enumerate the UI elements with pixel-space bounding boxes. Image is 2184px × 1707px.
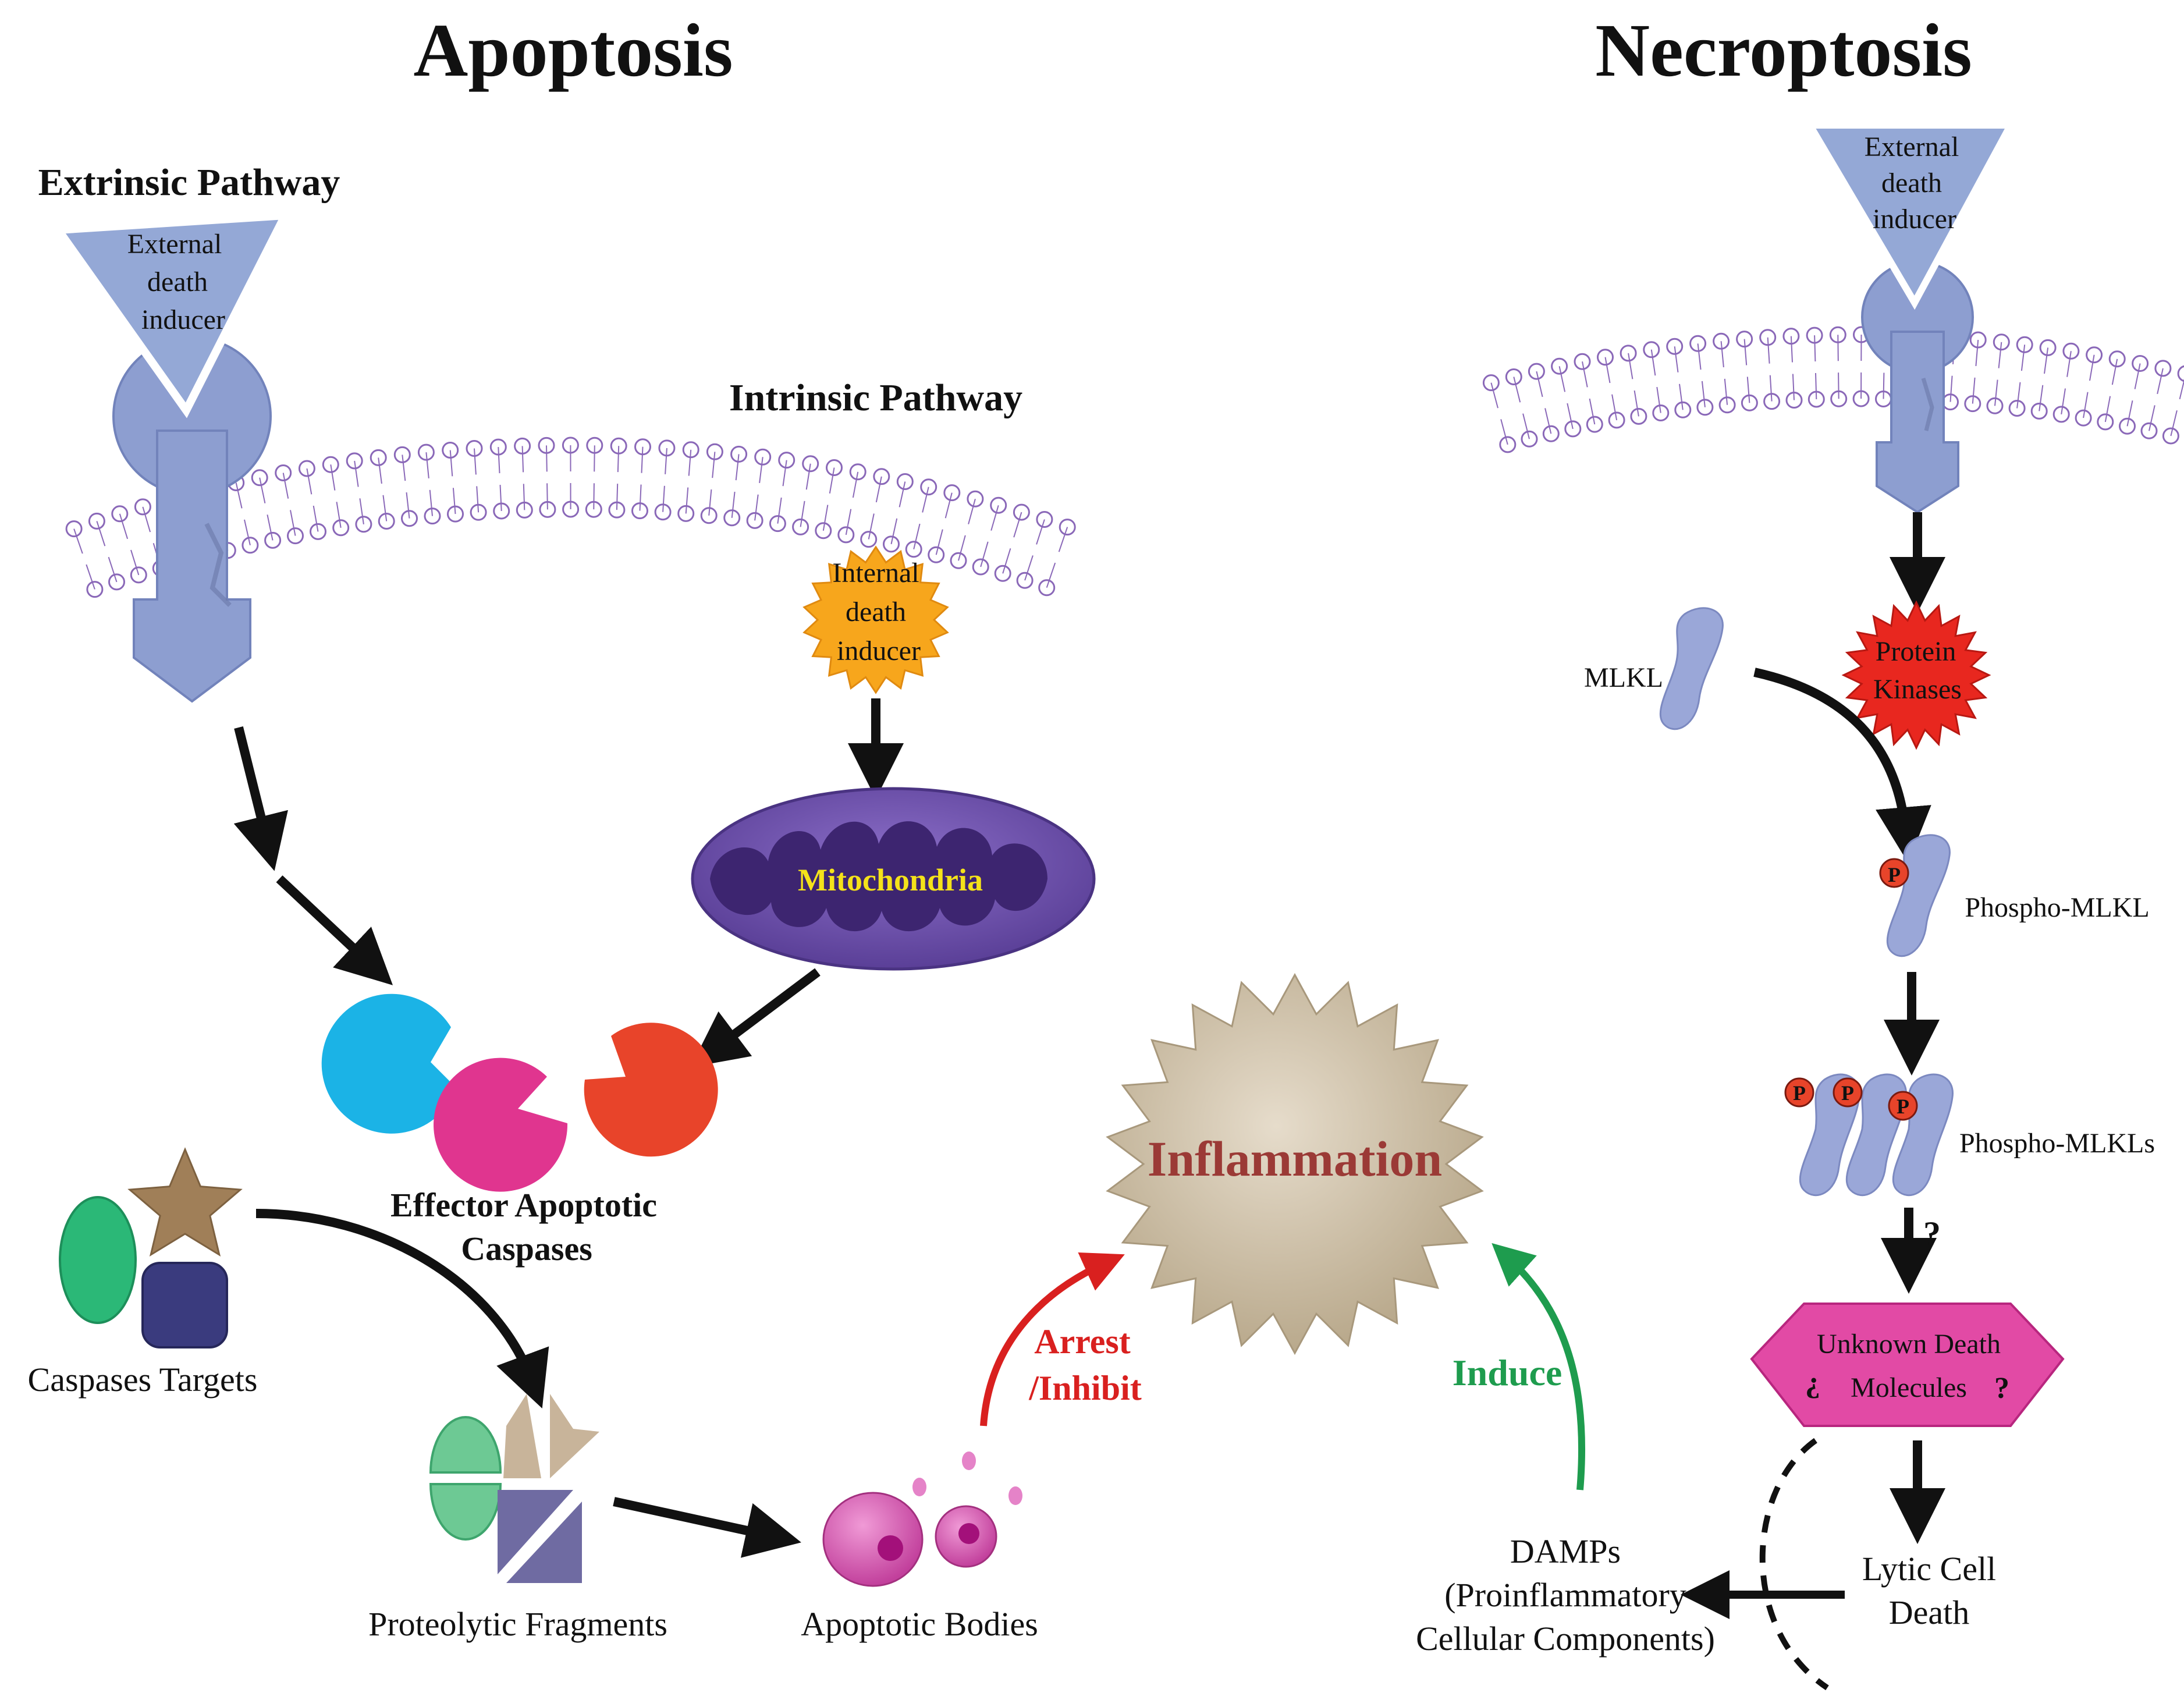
damps: DAMPs (Proinflammatory Cellular Componen… xyxy=(1416,1532,1715,1658)
apoptosis-membrane-lipid-tail xyxy=(594,445,595,471)
phospho-mlkls: P P P Phospho-MLKLs xyxy=(1785,1074,2155,1195)
unknown-death-text-2: Molecules xyxy=(1851,1372,1967,1403)
necroptosis-membrane-lipid-head xyxy=(2178,366,2184,381)
target-brown-star xyxy=(130,1149,240,1255)
necroptosis-external-death-inducer: External death inducer xyxy=(1810,125,2011,303)
phospho-marker-2: P xyxy=(1793,1081,1806,1105)
inflammation: Inflammation xyxy=(1107,975,1482,1353)
inflammation-label: Inflammation xyxy=(1148,1131,1442,1187)
necroptosis-membrane-lipid-tail xyxy=(1838,372,1839,399)
apoptosis-membrane-lipid-tail xyxy=(618,446,619,472)
arrow-fragments-to-bodies xyxy=(614,1502,774,1536)
internal-death-inducer: Internal death inducer xyxy=(804,547,947,693)
internal-inducer-text-3: inducer xyxy=(837,636,921,666)
necroptosis-cell-membrane xyxy=(1483,327,2184,452)
arrest-label: Arrest xyxy=(1034,1322,1130,1361)
mitochondria: Mitochondria xyxy=(693,789,1094,969)
target-navy-square xyxy=(143,1263,227,1347)
question-mark-left: ? xyxy=(1805,1371,1820,1404)
question-mark-upper: ? xyxy=(1923,1215,1941,1253)
arrow-mitochondria-to-caspases xyxy=(713,972,818,1051)
caspases-targets-label: Caspases Targets xyxy=(28,1361,258,1399)
caspase-pink xyxy=(434,1058,567,1192)
damps-text-3: Cellular Components) xyxy=(1416,1620,1715,1658)
effector-caspases-text-1: Effector Apoptotic xyxy=(390,1186,657,1224)
extrinsic-inducer-text-3: inducer xyxy=(141,304,225,335)
extrinsic-pathway-label: Extrinsic Pathway xyxy=(38,161,340,204)
unknown-death-molecules: Unknown Death Molecules ? ? xyxy=(1752,1304,2063,1426)
intrinsic-pathway-label: Intrinsic Pathway xyxy=(729,377,1022,419)
proteolytic-fragments-label: Proteolytic Fragments xyxy=(368,1605,667,1643)
inhibit-label: /Inhibit xyxy=(1028,1369,1141,1407)
apoptosis-title: Apoptosis xyxy=(413,9,733,93)
mlkl: MLKL xyxy=(1584,608,1723,729)
phospho-marker-3: P xyxy=(1841,1081,1854,1105)
apoptotic-bodies: Apoptotic Bodies xyxy=(801,1452,1038,1643)
lytic-text-2: Death xyxy=(1889,1594,1970,1631)
extrinsic-inducer-text-2: death xyxy=(147,267,208,297)
arrow-extrinsic-to-caspases-1 xyxy=(239,727,268,844)
mlkl-label: MLKL xyxy=(1584,662,1663,693)
phospho-mlkl: P Phospho-MLKL xyxy=(1880,835,2150,956)
caspases-targets: Caspases Targets xyxy=(28,1149,258,1399)
necro-inducer-text-3: inducer xyxy=(1873,204,1956,235)
phospho-mlkl-label: Phospho-MLKL xyxy=(1965,892,2149,923)
question-mark-right: ? xyxy=(1994,1372,2009,1405)
mitochondria-label: Mitochondria xyxy=(798,863,983,897)
lytic-cell-death: Lytic Cell Death xyxy=(1862,1550,1996,1631)
effector-caspases-text-2: Caspases xyxy=(461,1230,592,1268)
necroptosis-title: Necroptosis xyxy=(1595,9,1972,93)
unknown-death-text-1: Unknown Death xyxy=(1817,1329,2001,1360)
apoptosis-membrane-lipid-tail xyxy=(546,445,547,471)
necro-inducer-text-1: External xyxy=(1865,132,1959,162)
phospho-marker-4: P xyxy=(1897,1095,1909,1118)
necroptosis-membrane-lipid-tail xyxy=(1814,335,1815,361)
arrow-extrinsic-to-caspases-2 xyxy=(279,879,372,966)
lytic-text-1: Lytic Cell xyxy=(1862,1550,1996,1588)
induce-label: Induce xyxy=(1453,1352,1562,1393)
apoptotic-bodies-label: Apoptotic Bodies xyxy=(801,1605,1038,1643)
internal-inducer-text-1: Internal xyxy=(832,558,919,588)
target-green-oval xyxy=(60,1197,136,1323)
proteolytic-fragments: Proteolytic Fragments xyxy=(368,1394,667,1643)
necro-inducer-text-2: death xyxy=(1881,168,1942,198)
apoptosis-membrane-lipid-tail xyxy=(547,483,548,509)
protein-kinases-text-2: Kinases xyxy=(1873,674,1962,705)
caspase-red xyxy=(584,1023,718,1156)
effector-apoptotic-caspases: Effector Apoptotic Caspases xyxy=(322,994,718,1268)
damps-text-1: DAMPs xyxy=(1510,1532,1621,1570)
phospho-marker-1: P xyxy=(1888,863,1901,886)
protein-kinases-text-1: Protein xyxy=(1876,636,1956,667)
ruptured-membrane-arc xyxy=(1763,1440,1827,1688)
extrinsic-inducer-text-1: External xyxy=(127,229,222,260)
phospho-mlkls-label: Phospho-MLKLs xyxy=(1959,1128,2155,1159)
damps-text-2: (Proinflammatory xyxy=(1444,1576,1686,1614)
internal-inducer-text-2: death xyxy=(846,597,906,627)
